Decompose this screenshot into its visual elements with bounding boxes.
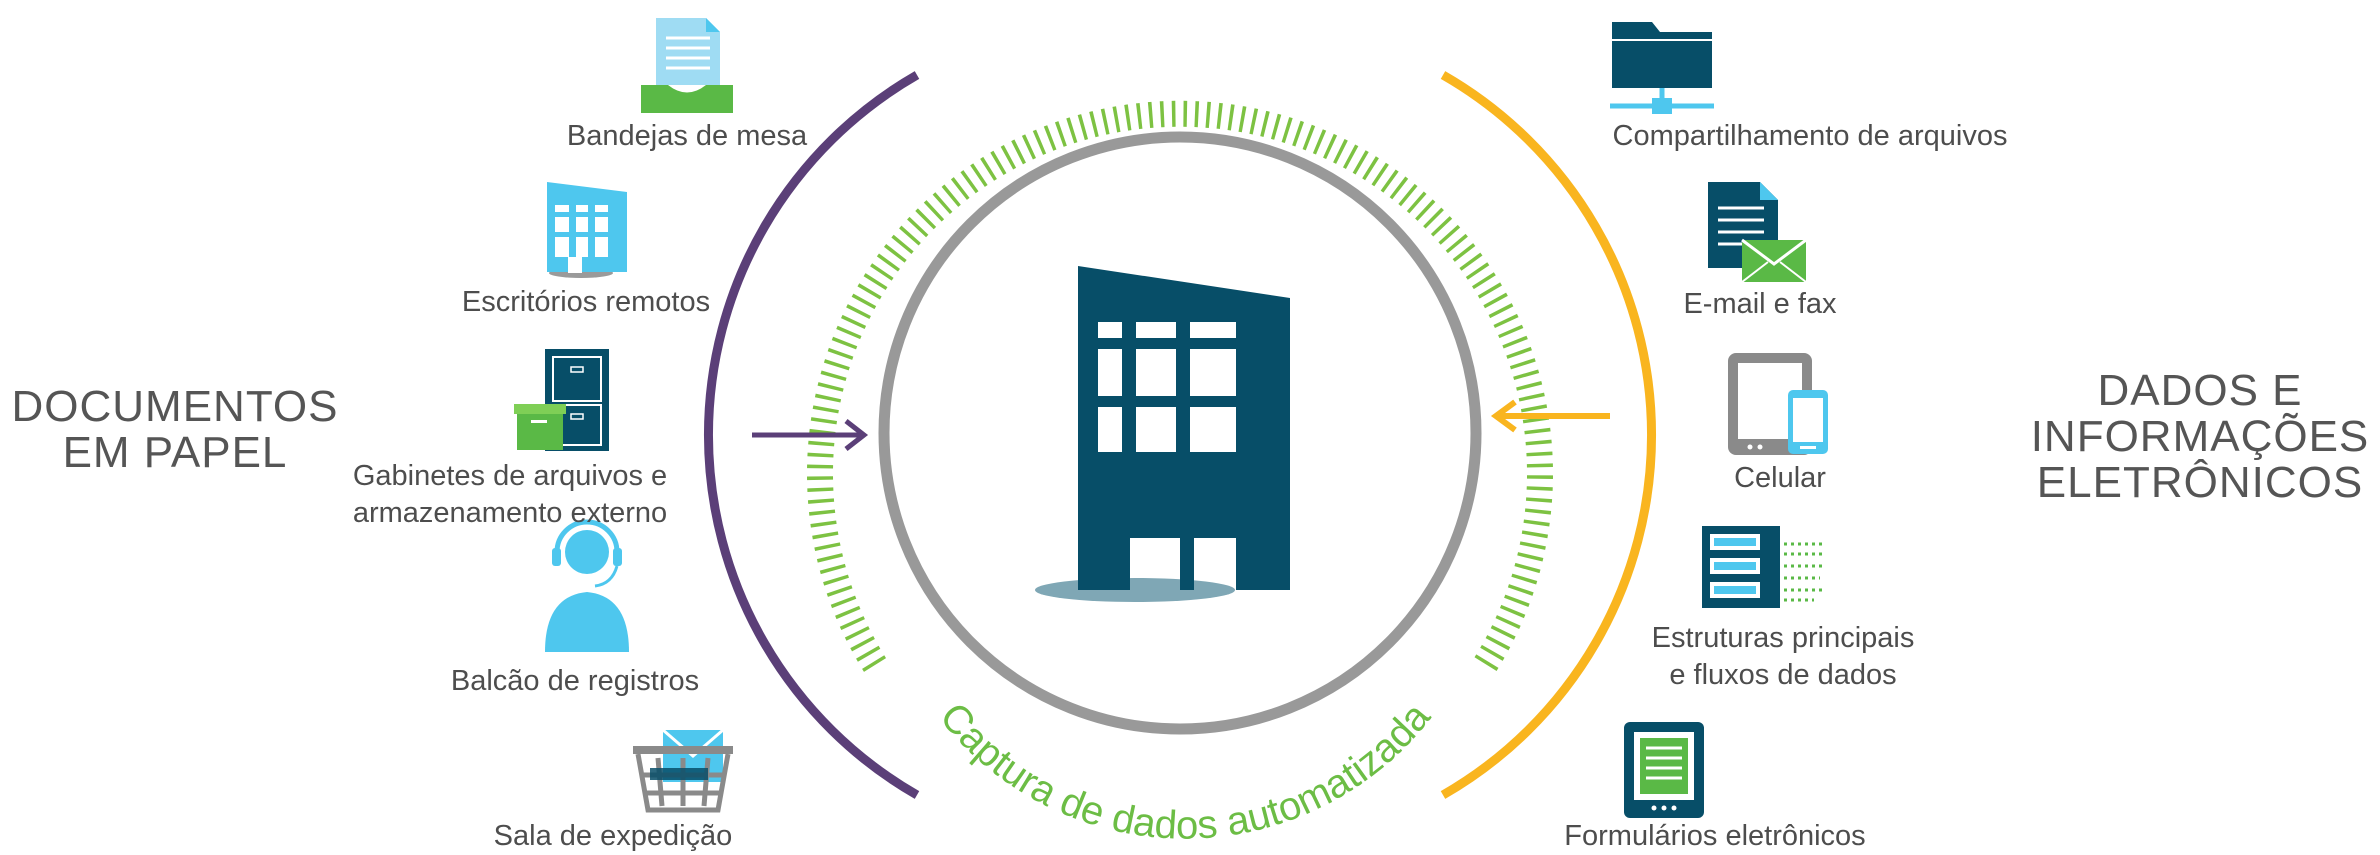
electronic-form-icon — [1624, 722, 1704, 818]
label-line: Formulários eletrônicos — [1564, 820, 1866, 852]
right-title-line: INFORMAÇÕES — [2030, 412, 2370, 461]
label-line: armazenamento externo — [352, 497, 668, 529]
label-line: E-mail e fax — [1683, 288, 1837, 320]
left-title-line: EM PAPEL — [62, 428, 288, 477]
label-line: Celular — [1734, 462, 1826, 494]
label-line: Compartilhamento de arquivos — [1612, 120, 2008, 152]
left-arrow — [752, 419, 869, 451]
label-electronic-forms: Formulários eletrônicos — [1515, 818, 1915, 855]
left-title-line: DOCUMENTOS — [11, 382, 339, 431]
inner-ring — [878, 131, 1482, 735]
central-building-icon — [1035, 266, 1290, 602]
label-mainframes: Estruturas principais e fluxos de dados — [1583, 620, 1983, 694]
label-line: Gabinetes de arquivos e — [352, 460, 668, 492]
label-line: Bandejas de mesa — [566, 120, 808, 152]
label-file-cabinets: Gabinetes de arquivos e armazenamento ex… — [310, 458, 710, 532]
left-arc — [703, 71, 920, 799]
label-mobile: Celular — [1580, 460, 1980, 497]
left-title: DOCUMENTOS EM PAPEL — [0, 384, 350, 476]
email-fax-icon — [1708, 182, 1807, 283]
right-title: DADOS E INFORMAÇÕES ELETRÔNICOS — [2020, 368, 2380, 506]
desk-tray-icon — [641, 18, 733, 113]
label-line: Escritórios remotos — [461, 286, 711, 318]
shared-folder-icon — [1610, 22, 1714, 114]
mail-basket-icon — [633, 728, 733, 813]
right-arrow — [1490, 399, 1610, 433]
label-line: Balcão de registros — [450, 665, 700, 697]
label-mailroom: Sala de expedição — [413, 818, 813, 855]
label-remote-offices: Escritórios remotos — [386, 284, 786, 321]
label-desk-trays: Bandejas de mesa — [487, 118, 887, 155]
right-title-line: ELETRÔNICOS — [2036, 458, 2364, 507]
label-records-counter: Balcão de registros — [375, 663, 775, 700]
label-line: Estruturas principais — [1651, 622, 1915, 654]
label-line: Sala de expedição — [493, 820, 733, 852]
label-line: e fluxos de dados — [1669, 659, 1897, 691]
file-cabinet-icon — [514, 349, 609, 451]
right-arc — [1440, 71, 1657, 799]
headset-agent-icon — [545, 519, 629, 652]
dashed-ring — [807, 100, 1553, 672]
arc-text: Captura de dados automatizada — [931, 694, 1439, 847]
label-email-fax: E-mail e fax — [1560, 286, 1960, 323]
mobile-devices-icon — [1728, 353, 1828, 455]
remote-office-icon — [547, 182, 627, 278]
label-file-sharing: Compartilhamento de arquivos — [1585, 118, 2035, 155]
server-datastream-icon — [1702, 526, 1826, 608]
right-title-line: DADOS E — [2097, 366, 2303, 415]
